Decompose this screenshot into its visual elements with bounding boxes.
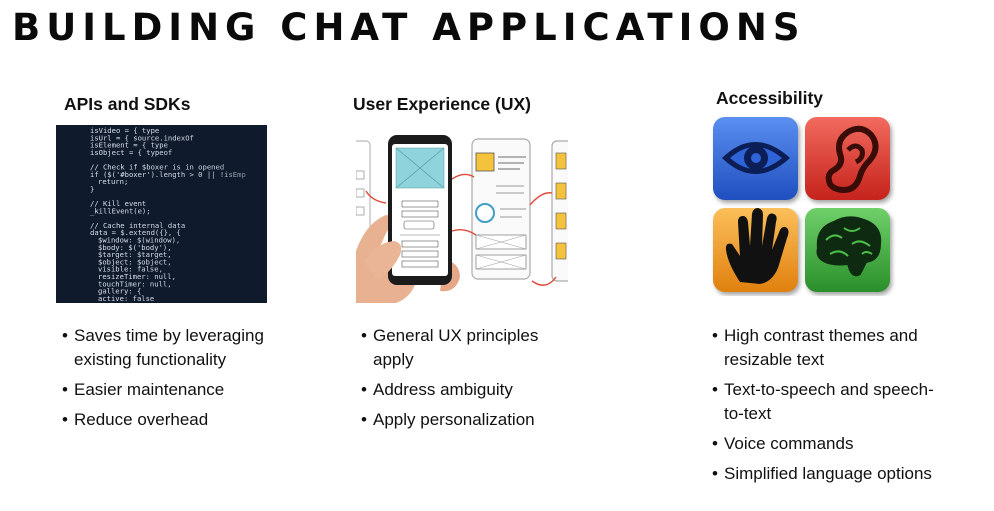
code-screenshot: isVideo = { typeisUrl = { source.indexOf…: [56, 125, 267, 303]
heading-accessibility: Accessibility: [716, 88, 823, 108]
bullet-item: Address ambiguity: [361, 378, 576, 402]
heading-apis-sdks: APIs and SDKs: [64, 94, 191, 114]
accessibility-graphic: [713, 117, 890, 292]
hand-icon: [725, 208, 789, 284]
bullet-item: Saves time by leveraging existing functi…: [62, 324, 267, 372]
heading-ux: User Experience (UX): [353, 94, 531, 114]
code-screenshot-graphic: isVideo = { typeisUrl = { source.indexOf…: [56, 125, 267, 303]
ux-wireframe-illustration: [356, 131, 568, 303]
bullet-list-apis: Saves time by leveraging existing functi…: [62, 324, 267, 438]
hand-tile: [713, 208, 798, 292]
brain-tile: [805, 208, 890, 292]
bullet-list-accessibility: High contrast themes and resizable text …: [712, 324, 947, 492]
ear-tile: [805, 117, 890, 200]
bullet-item: Voice commands: [712, 432, 947, 456]
bullet-item: Text-to-speech and speech-to-text: [712, 378, 947, 426]
accessibility-tiles: [710, 114, 896, 296]
eye-tile: [713, 117, 798, 200]
bullet-item: Reduce overhead: [62, 408, 267, 432]
bullet-item: Simplified language options: [712, 462, 947, 486]
bullet-item: General UX principles apply: [361, 324, 576, 372]
bullet-item: Easier maintenance: [62, 378, 267, 402]
eye-icon: [722, 142, 790, 174]
brain-icon: [816, 216, 882, 277]
ear-icon: [825, 125, 879, 193]
ux-wireframe-graphic: [356, 135, 568, 303]
bullet-item: Apply personalization: [361, 408, 576, 432]
bullet-item: High contrast themes and resizable text: [712, 324, 947, 372]
bullet-list-ux: General UX principles apply Address ambi…: [361, 324, 576, 438]
slide-title: BUILDING CHAT APPLICATIONS: [12, 6, 806, 49]
